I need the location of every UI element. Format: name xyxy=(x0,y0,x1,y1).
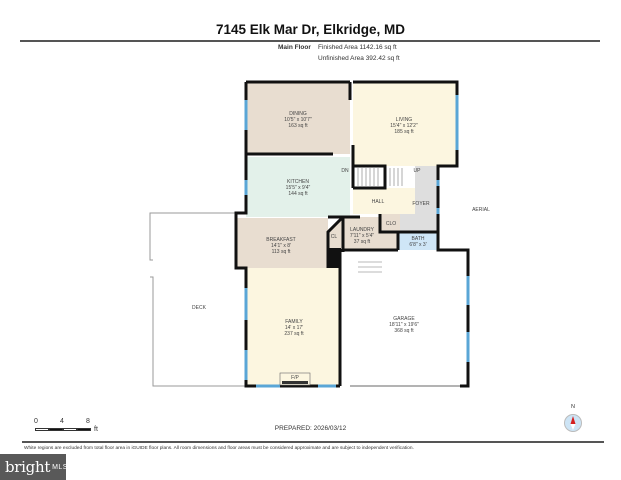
bath-label: BATH xyxy=(412,236,425,242)
page-title: 7145 Elk Mar Dr, Elkridge, MD xyxy=(215,22,406,37)
stairs xyxy=(357,168,403,273)
living-room xyxy=(353,82,457,166)
scale-segment xyxy=(35,428,49,431)
compass-north-label: N xyxy=(571,404,575,410)
prepared-date: PREPARED: 2026/03/12 xyxy=(274,425,347,432)
windows xyxy=(244,95,470,388)
hall-label: HALL xyxy=(372,199,385,205)
floor-name: Main Floor xyxy=(278,44,311,51)
breakfast-area: 113 sq ft xyxy=(272,249,291,255)
fireplace-label: F/P xyxy=(291,375,299,381)
closet-clo xyxy=(380,214,400,232)
brand-sub: MLS xyxy=(52,463,68,471)
cl-label: CL xyxy=(331,234,338,240)
laundry-label: LAUNDRY xyxy=(350,227,374,233)
chimney-block xyxy=(328,248,341,268)
walls xyxy=(234,80,470,388)
garage-area: 368 sq ft xyxy=(394,328,414,334)
dining-area: 163 sq ft xyxy=(288,123,308,129)
laundry-area: 37 sq ft xyxy=(354,239,371,245)
garage-dims: 18'11" x 19'6" xyxy=(389,322,419,328)
bath-dims: 6'8" x 3' xyxy=(409,242,426,248)
finished-area: Finished Area 1142.16 sq ft xyxy=(318,44,397,51)
kitchen-label: KITCHEN xyxy=(287,179,309,185)
compass-icon xyxy=(564,414,582,432)
footer-divider xyxy=(22,441,604,443)
dining-room xyxy=(246,82,350,154)
scale-segment xyxy=(77,428,91,431)
scale-segment xyxy=(63,428,77,431)
stairs-up-label: UP xyxy=(414,168,422,174)
dining-dims: 10'5" x 10'7" xyxy=(284,117,312,123)
family-dims: 14' x 17' xyxy=(285,325,303,331)
scale-label-4: 4 xyxy=(60,418,64,425)
deck-outline xyxy=(149,212,236,261)
garage-label: GARAGE xyxy=(393,316,415,322)
breakfast-room xyxy=(236,218,328,268)
fireplace-hearth xyxy=(282,381,308,384)
brand-main: bright xyxy=(5,458,51,476)
living-label: LIVING xyxy=(396,117,413,123)
stairs-down-label: DN xyxy=(341,168,349,174)
deck-outline-lower xyxy=(150,276,246,387)
living-dims: 15'4" x 12'2" xyxy=(390,123,418,129)
kitchen-dims: 15'5" x 9'4" xyxy=(286,185,311,191)
foyer-room xyxy=(400,166,438,232)
living-area: 185 sq ft xyxy=(394,129,414,135)
scale-unit: ft xyxy=(94,426,98,433)
title-divider xyxy=(20,40,600,42)
scale-label-8: 8 xyxy=(86,418,90,425)
laundry-dims: 7'11" x 5'4" xyxy=(350,233,374,239)
bright-mls-logo: bright MLS xyxy=(0,454,68,480)
compass: N xyxy=(561,404,585,438)
clo-label: CLO xyxy=(386,221,396,227)
family-label: FAMILY xyxy=(285,319,303,325)
foyer-label: FOYER xyxy=(412,201,430,207)
disclaimer: White regions are excluded from total fl… xyxy=(24,446,414,451)
unfinished-area: Unfinished Area 392.42 sq ft xyxy=(318,55,400,62)
garage-room xyxy=(342,252,468,386)
aerial-label: AERIAL xyxy=(472,207,490,213)
scale-label-0: 0 xyxy=(34,418,38,425)
breakfast-label: BREAKFAST xyxy=(266,237,295,243)
kitchen-room xyxy=(246,157,350,217)
scale-segment xyxy=(49,428,63,431)
dining-label: DINING xyxy=(289,111,307,117)
family-area: 237 sq ft xyxy=(284,331,304,337)
deck-label: DECK xyxy=(192,305,207,311)
bath-room xyxy=(398,232,438,250)
family-room xyxy=(246,268,340,386)
kitchen-area: 144 sq ft xyxy=(288,191,308,197)
closet-cl xyxy=(328,217,343,249)
breakfast-dims: 14'1" x 8' xyxy=(271,243,291,249)
hall-room xyxy=(353,188,415,214)
